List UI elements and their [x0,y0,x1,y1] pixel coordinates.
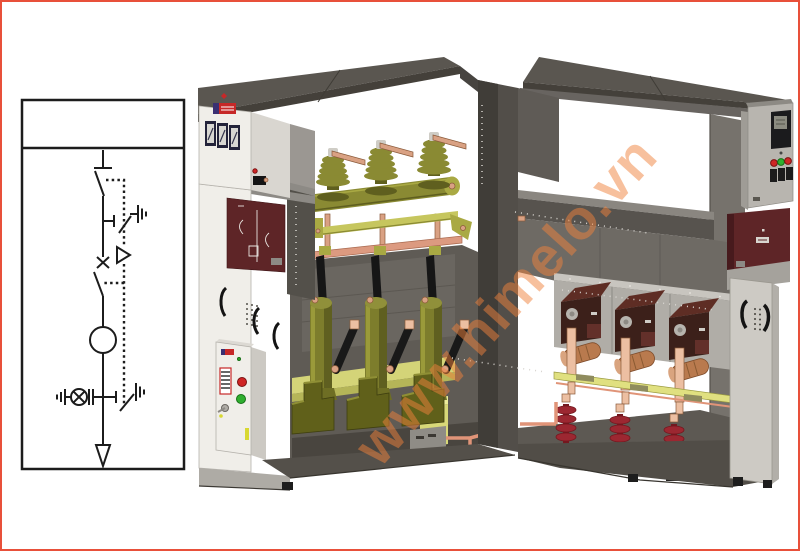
earthing-busbar [553,371,734,408]
branch-contact [103,391,117,403]
yellow-slot [245,428,249,440]
base-strip [199,468,290,490]
brand-logo [213,103,236,114]
single-line-diagram [20,98,186,471]
mechanism-front-panel-right [727,208,790,272]
load-break-switch [93,271,104,297]
front-base [262,444,515,478]
vacuum-breaker-pole-3 [415,255,470,400]
partition-assembly [311,211,472,260]
logo-diamond-icon [221,93,227,99]
busbar-window-beam [518,190,714,240]
earthing-pipe-right [520,402,558,426]
rivet-line [451,357,546,373]
center-column [478,80,526,452]
copper-bracket [517,215,526,222]
meter-windows [205,121,240,150]
outgoing-feeder-arrow [94,444,112,470]
window-left-frame [518,88,559,182]
earthing-switch-upper [118,205,147,234]
pole-base-blocks [291,372,445,435]
aux-connector [253,176,266,185]
indicator-pushbuttons [770,157,793,182]
cable-compartment-door [729,277,779,488]
display-window [771,110,791,149]
mechanism-housing-column [287,189,315,300]
right-cubicle [517,88,794,488]
window-top-frame [520,88,788,122]
disconnector-switch [94,170,105,197]
position-indicator-window [219,367,232,395]
local-control-panel [215,339,266,460]
open-pushbutton [237,377,247,387]
busbar-bushing-2 [364,140,414,196]
side-wall-upper [290,124,315,197]
mechanism-front-panel [226,197,286,273]
interlock-indicator-triangle [116,245,132,265]
left-cubicle [198,93,516,491]
cabinet-foot [628,474,638,482]
interlock-dotted-link [104,178,126,404]
close-pushbutton [236,394,246,404]
small-label [753,197,760,201]
door-handles [740,299,771,333]
ventilation-holes [754,308,761,331]
tap-point [103,215,115,227]
busbar-bushing-3 [417,132,467,190]
earthing-switch-lower [119,383,145,412]
indicator-dot [252,168,258,174]
operation-key [217,404,229,418]
lv-control-box [198,93,290,198]
current-transformer-circle [89,326,117,354]
strap-connectors [567,381,684,415]
switchgear-illustration [198,57,794,491]
frame-cap [287,182,315,196]
right-roof-panel [523,57,788,112]
left-roof-panel [198,57,478,122]
busbar-terminal [94,150,112,169]
busbar-bushing-1 [316,148,366,202]
front-base [518,440,770,487]
lv-instrument-box [741,99,794,210]
side-panel-handles [219,286,281,350]
voltage-presence-indicator [56,388,103,406]
circuit-breaker-cross [96,256,110,269]
cabinet-foot [282,482,293,490]
